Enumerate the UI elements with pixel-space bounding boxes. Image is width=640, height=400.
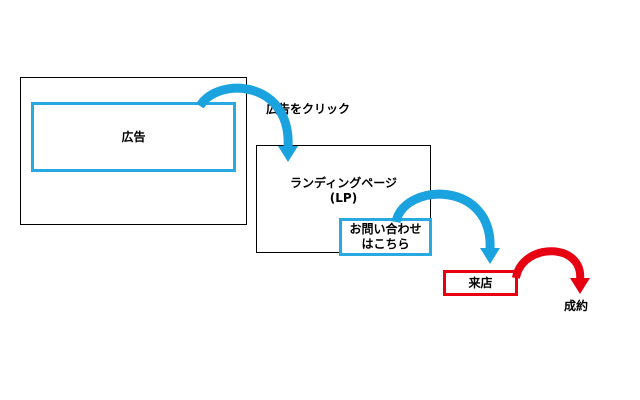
ad-banner-label: 広告: [121, 129, 146, 144]
ad-banner: 広告: [31, 102, 236, 172]
landing-page-title: ランディングページ (LP): [256, 176, 431, 206]
contact-button-line1: お問い合わせ: [349, 222, 422, 236]
arrow-visit-to-conversion: [512, 247, 590, 294]
visit-box: 来店: [443, 270, 518, 296]
conversion-label: 成約: [564, 299, 589, 313]
click-label: 広告をクリック: [266, 102, 351, 116]
contact-button[interactable]: お問い合わせ はこちら: [339, 218, 432, 256]
landing-page-title-line1: ランディングページ: [290, 176, 397, 190]
visit-label: 来店: [468, 275, 493, 290]
contact-button-line2: はこちら: [361, 237, 410, 251]
landing-page-title-line2: (LP): [329, 191, 358, 205]
